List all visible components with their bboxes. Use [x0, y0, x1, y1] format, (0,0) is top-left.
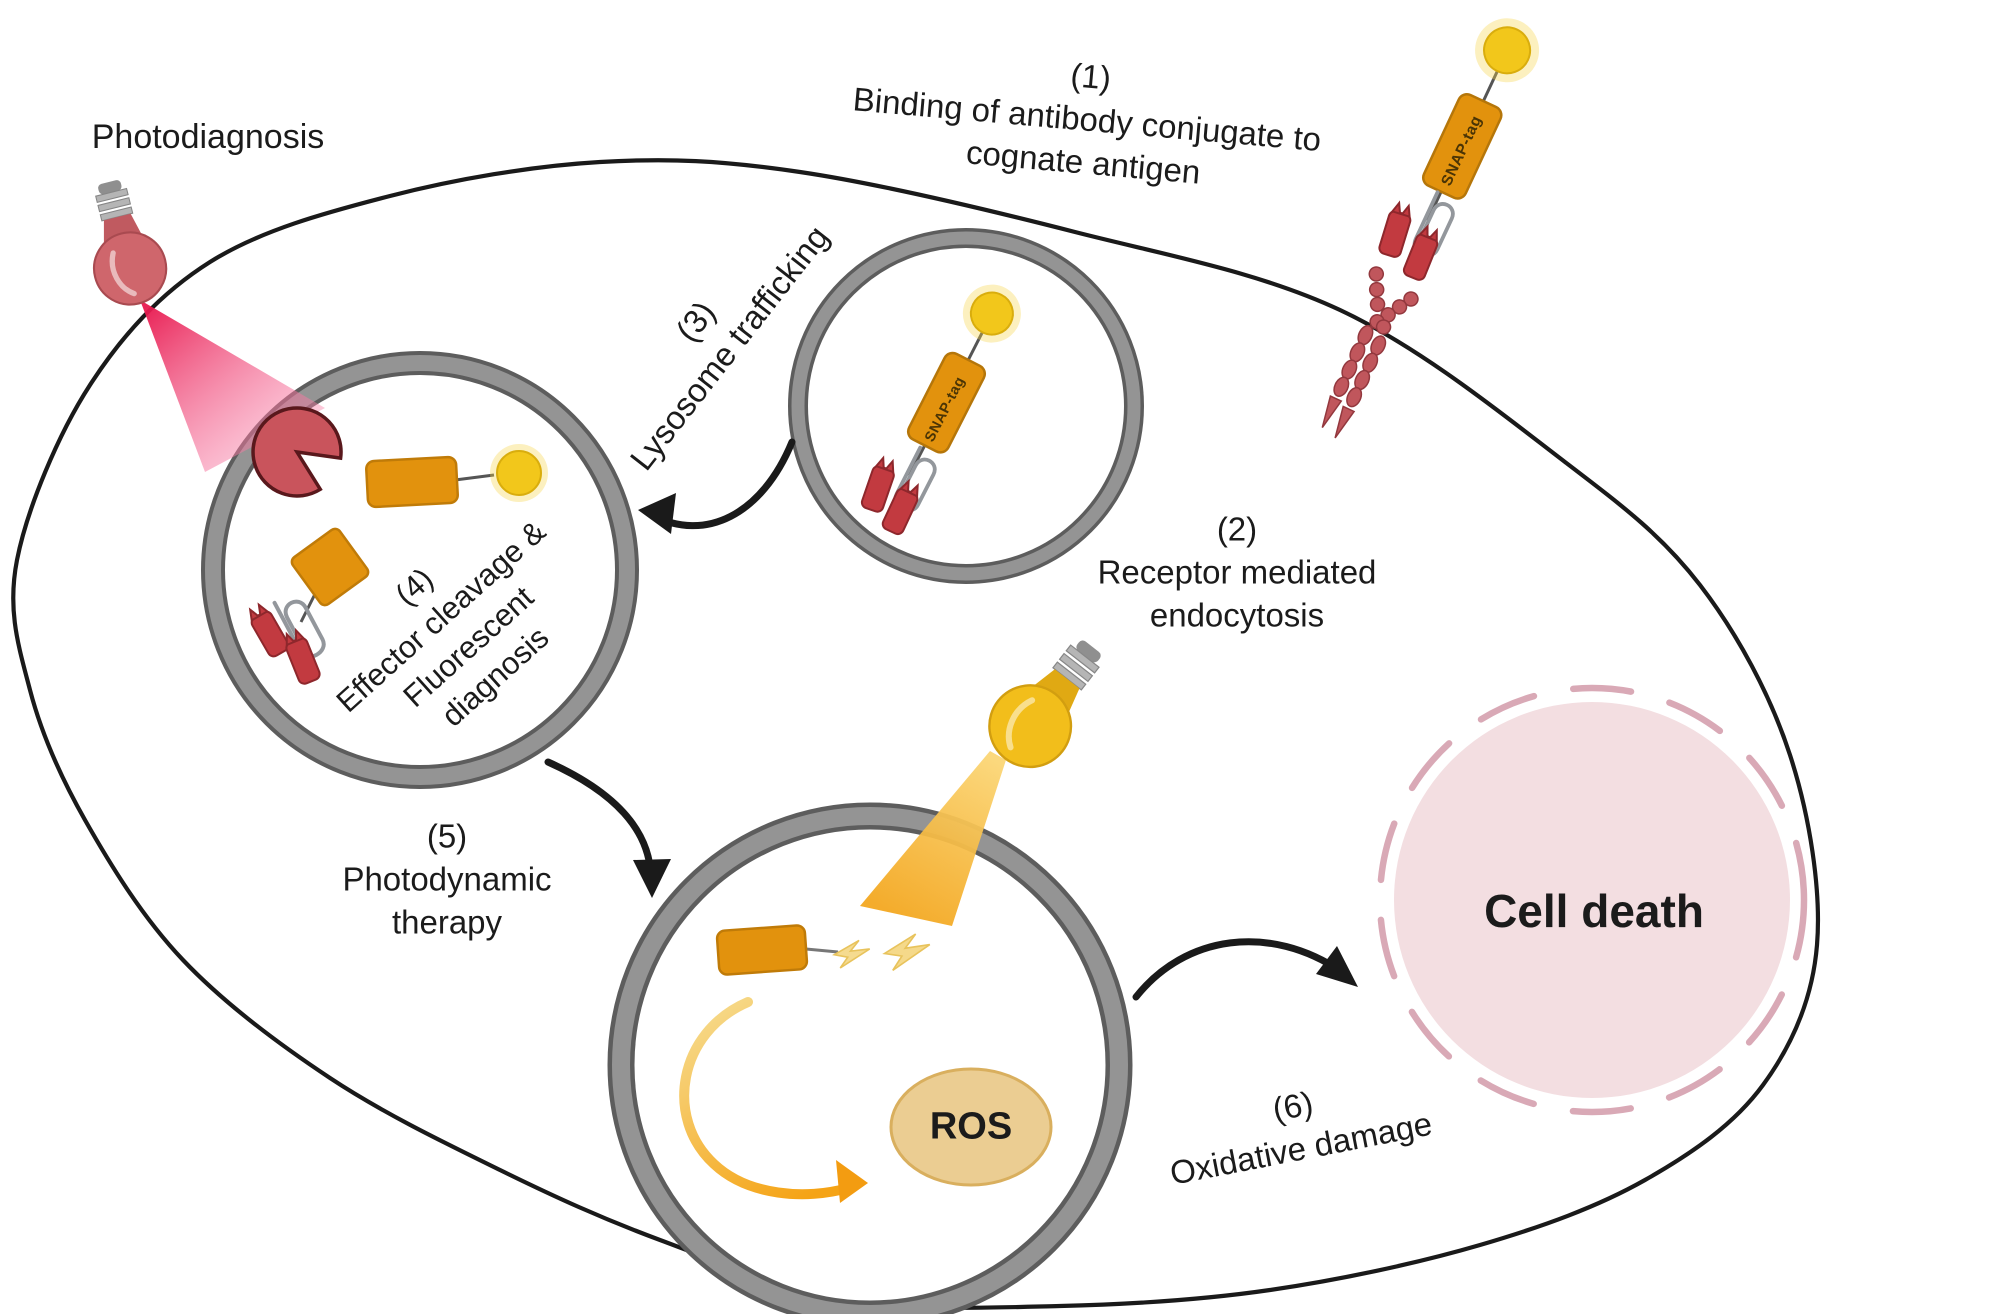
arrowhead-lysosome-trafficking	[638, 493, 676, 534]
fluorophore-icon	[969, 291, 1014, 336]
ros-label: ROS	[930, 1102, 1012, 1151]
fluorophore-icon	[1483, 26, 1532, 75]
snap-tag-block	[906, 351, 987, 454]
antibody-conjugate-icon: SNAP-tag	[1321, 18, 1540, 439]
enzyme-pacman-icon	[251, 406, 343, 498]
ros-generation-arrowhead	[836, 1160, 868, 1203]
photodiagnosis-text: Photodiagnosis	[91, 117, 325, 156]
cell-death-circle	[1376, 684, 1808, 1116]
photodiagnosis-label: Photodiagnosis	[92, 115, 325, 159]
cell-death-text: Cell death	[1484, 885, 1704, 938]
cell-death-label: Cell death	[1484, 882, 1704, 942]
lysosome-contents	[243, 406, 548, 687]
antibody-bead-arms	[1321, 266, 1419, 439]
ros-generation-arrow	[679, 997, 853, 1200]
pdt-contents	[679, 924, 1053, 1203]
yellow-bulb-icon	[988, 640, 1101, 769]
cleaved-effector-icon	[243, 527, 370, 687]
arrow-oxidative-damage	[1132, 938, 1346, 1001]
cleaved-snap-tag-icon	[365, 455, 459, 509]
step5-line-2: therapy	[391, 903, 503, 941]
red-bulb-icon	[93, 180, 168, 306]
cell-death-dashed-border	[1376, 684, 1808, 1116]
step2-label: (2) Receptor mediated endocytosis	[1098, 509, 1377, 638]
snap-tag-block	[1421, 93, 1503, 200]
photosensitizer-icon	[715, 924, 809, 976]
fluorophore-icon	[496, 450, 542, 496]
step2-line-2: endocytosis	[1149, 596, 1325, 634]
step5-num: (5)	[426, 817, 468, 855]
step2-num: (2)	[1216, 510, 1258, 548]
endosome-conjugate-icon: SNAP-tag	[859, 284, 1021, 538]
arrowhead-photodynamic-therapy	[633, 859, 671, 898]
arrowhead-oxidative-damage	[1316, 946, 1358, 987]
yellow-light-beam	[860, 751, 1006, 926]
ros-text: ROS	[929, 1105, 1013, 1148]
ros-badge	[889, 1067, 1053, 1187]
pdt-vesicle	[607, 802, 1133, 1314]
step2-line-1: Receptor mediated	[1097, 553, 1377, 591]
step5-line-1: Photodynamic	[342, 860, 552, 898]
step5-label: (5) Photodynamic therapy	[342, 816, 551, 945]
